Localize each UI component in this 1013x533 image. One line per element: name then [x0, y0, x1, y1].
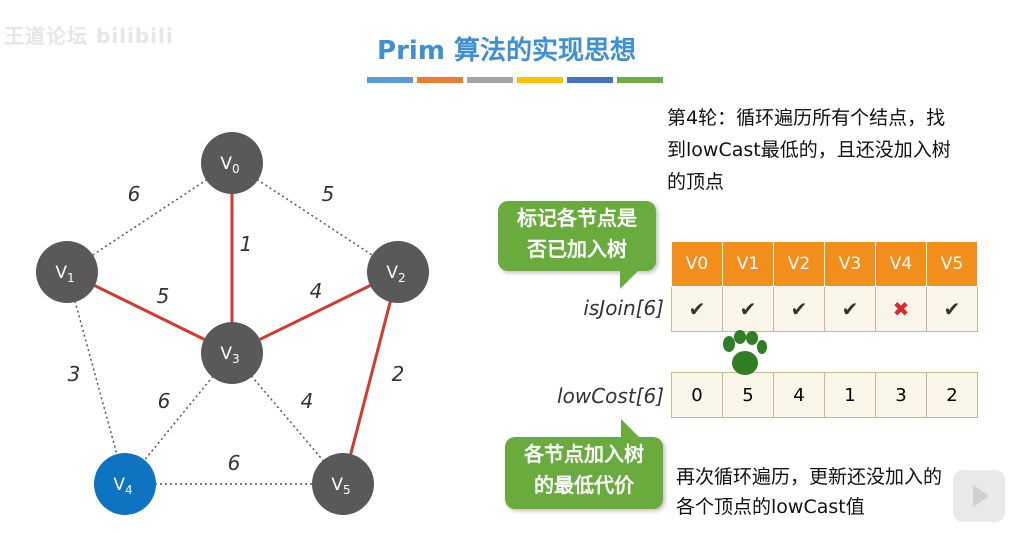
vertex-circle [312, 453, 374, 515]
vertex-V2: V2 [367, 241, 429, 303]
edge-weight-label: 1 [240, 232, 253, 256]
check-icon: ✔ [739, 297, 757, 321]
is-join-label: isJoin[6] [583, 296, 664, 320]
vertex-circle [201, 322, 263, 384]
edge-weight-label: 6 [128, 182, 141, 206]
edge-V2-V5 [341, 271, 400, 485]
vertex-V1: V1 [36, 241, 98, 303]
check-icon: ✔ [790, 297, 808, 321]
vertex-circle [201, 132, 263, 194]
update-description: 再次循环遍历，更新还没加入的 各个顶点的lowCast值 [676, 462, 966, 522]
title-bar-segment [467, 77, 513, 83]
low-cost-cell: 1 [824, 372, 876, 418]
edge-weight-label: 5 [322, 182, 335, 206]
check-icon: ✔ [841, 297, 859, 321]
table-header-cell: V3 [824, 241, 876, 287]
edge-weight-label: 5 [157, 284, 170, 308]
title-bar-segment [417, 77, 463, 83]
edge-V0-V2 [231, 162, 399, 273]
table-header-cell: V5 [926, 241, 978, 287]
check-icon: ✔ [688, 297, 706, 321]
edge-weight-label: 4 [301, 389, 314, 413]
callout-line: 标记各节点是 [517, 206, 637, 230]
check-icon: ✔ [943, 297, 961, 321]
step-line: 到lowCast最低的，且还没加入树 [667, 139, 951, 161]
low-cost-cell: 2 [926, 372, 978, 418]
title-bar-segment [617, 77, 663, 83]
title-bar-segment [567, 77, 613, 83]
edge-weight-label: 6 [228, 451, 241, 475]
callout-low-cost: 各节点加入树 的最低代价 [505, 419, 663, 509]
edge-weight-label: 3 [68, 362, 81, 386]
vertex-V4: V4 [94, 453, 156, 515]
callout-line: 否已加入树 [527, 237, 627, 261]
title-bar-segment [517, 77, 563, 83]
is-join-cell: ✖ [875, 286, 927, 332]
edge-weight-label: 6 [158, 389, 171, 413]
update-line: 再次循环遍历，更新还没加入的 [676, 466, 943, 488]
vertex-V3: V3 [201, 322, 263, 384]
table-header-cell: V2 [773, 241, 825, 287]
table-header-cell: V4 [875, 241, 927, 287]
paw-icon [723, 330, 767, 375]
update-line: 各个顶点的lowCast值 [676, 496, 865, 518]
play-button-icon[interactable] [953, 470, 1005, 522]
is-join-cell: ✔ [926, 286, 978, 332]
edge-weight-label: 4 [310, 279, 323, 303]
is-join-row: ✔ ✔ ✔ ✔ ✖ ✔ [671, 286, 978, 332]
edge-weight-label: 2 [392, 362, 405, 386]
low-cost-cell: 5 [722, 372, 774, 418]
is-join-cell: ✔ [824, 286, 876, 332]
vertex-V5: V5 [312, 453, 374, 515]
table-header-cell: V1 [722, 241, 774, 287]
table-header-cell: V0 [671, 241, 723, 287]
vertex-circle [367, 241, 429, 303]
vertex-V0: V0 [201, 132, 263, 194]
low-cost-label: lowCost[6] [557, 384, 664, 408]
callout-line: 的最低代价 [534, 473, 634, 497]
is-join-cell: ✔ [773, 286, 825, 332]
is-join-cell: ✔ [722, 286, 774, 332]
slide-title: Prim 算法的实现思想 [377, 36, 636, 66]
watermark: 王道论坛 bilibili [4, 24, 174, 48]
step-line: 的顶点 [667, 171, 725, 193]
low-cost-cell: 3 [875, 372, 927, 418]
step-line: 第4轮：循环遍历所有个结点，找 [667, 107, 946, 129]
title-underline-bars [367, 77, 663, 83]
callout-line: 各节点加入树 [524, 442, 644, 466]
cross-icon: ✖ [892, 297, 910, 321]
low-cost-cell: 4 [773, 372, 825, 418]
edge-V1-V4 [66, 271, 126, 485]
vertex-circle [36, 241, 98, 303]
vertex-circle [94, 453, 156, 515]
callout-is-join: 标记各节点是 否已加入树 [498, 201, 656, 289]
step-description: 第4轮：循环遍历所有个结点，找 到lowCast最低的，且还没加入树 的顶点 [667, 102, 997, 198]
low-cost-cell: 0 [671, 372, 723, 418]
title-bar-segment [367, 77, 413, 83]
edge-V3-V5 [231, 352, 344, 485]
is-join-cell: ✔ [671, 286, 723, 332]
